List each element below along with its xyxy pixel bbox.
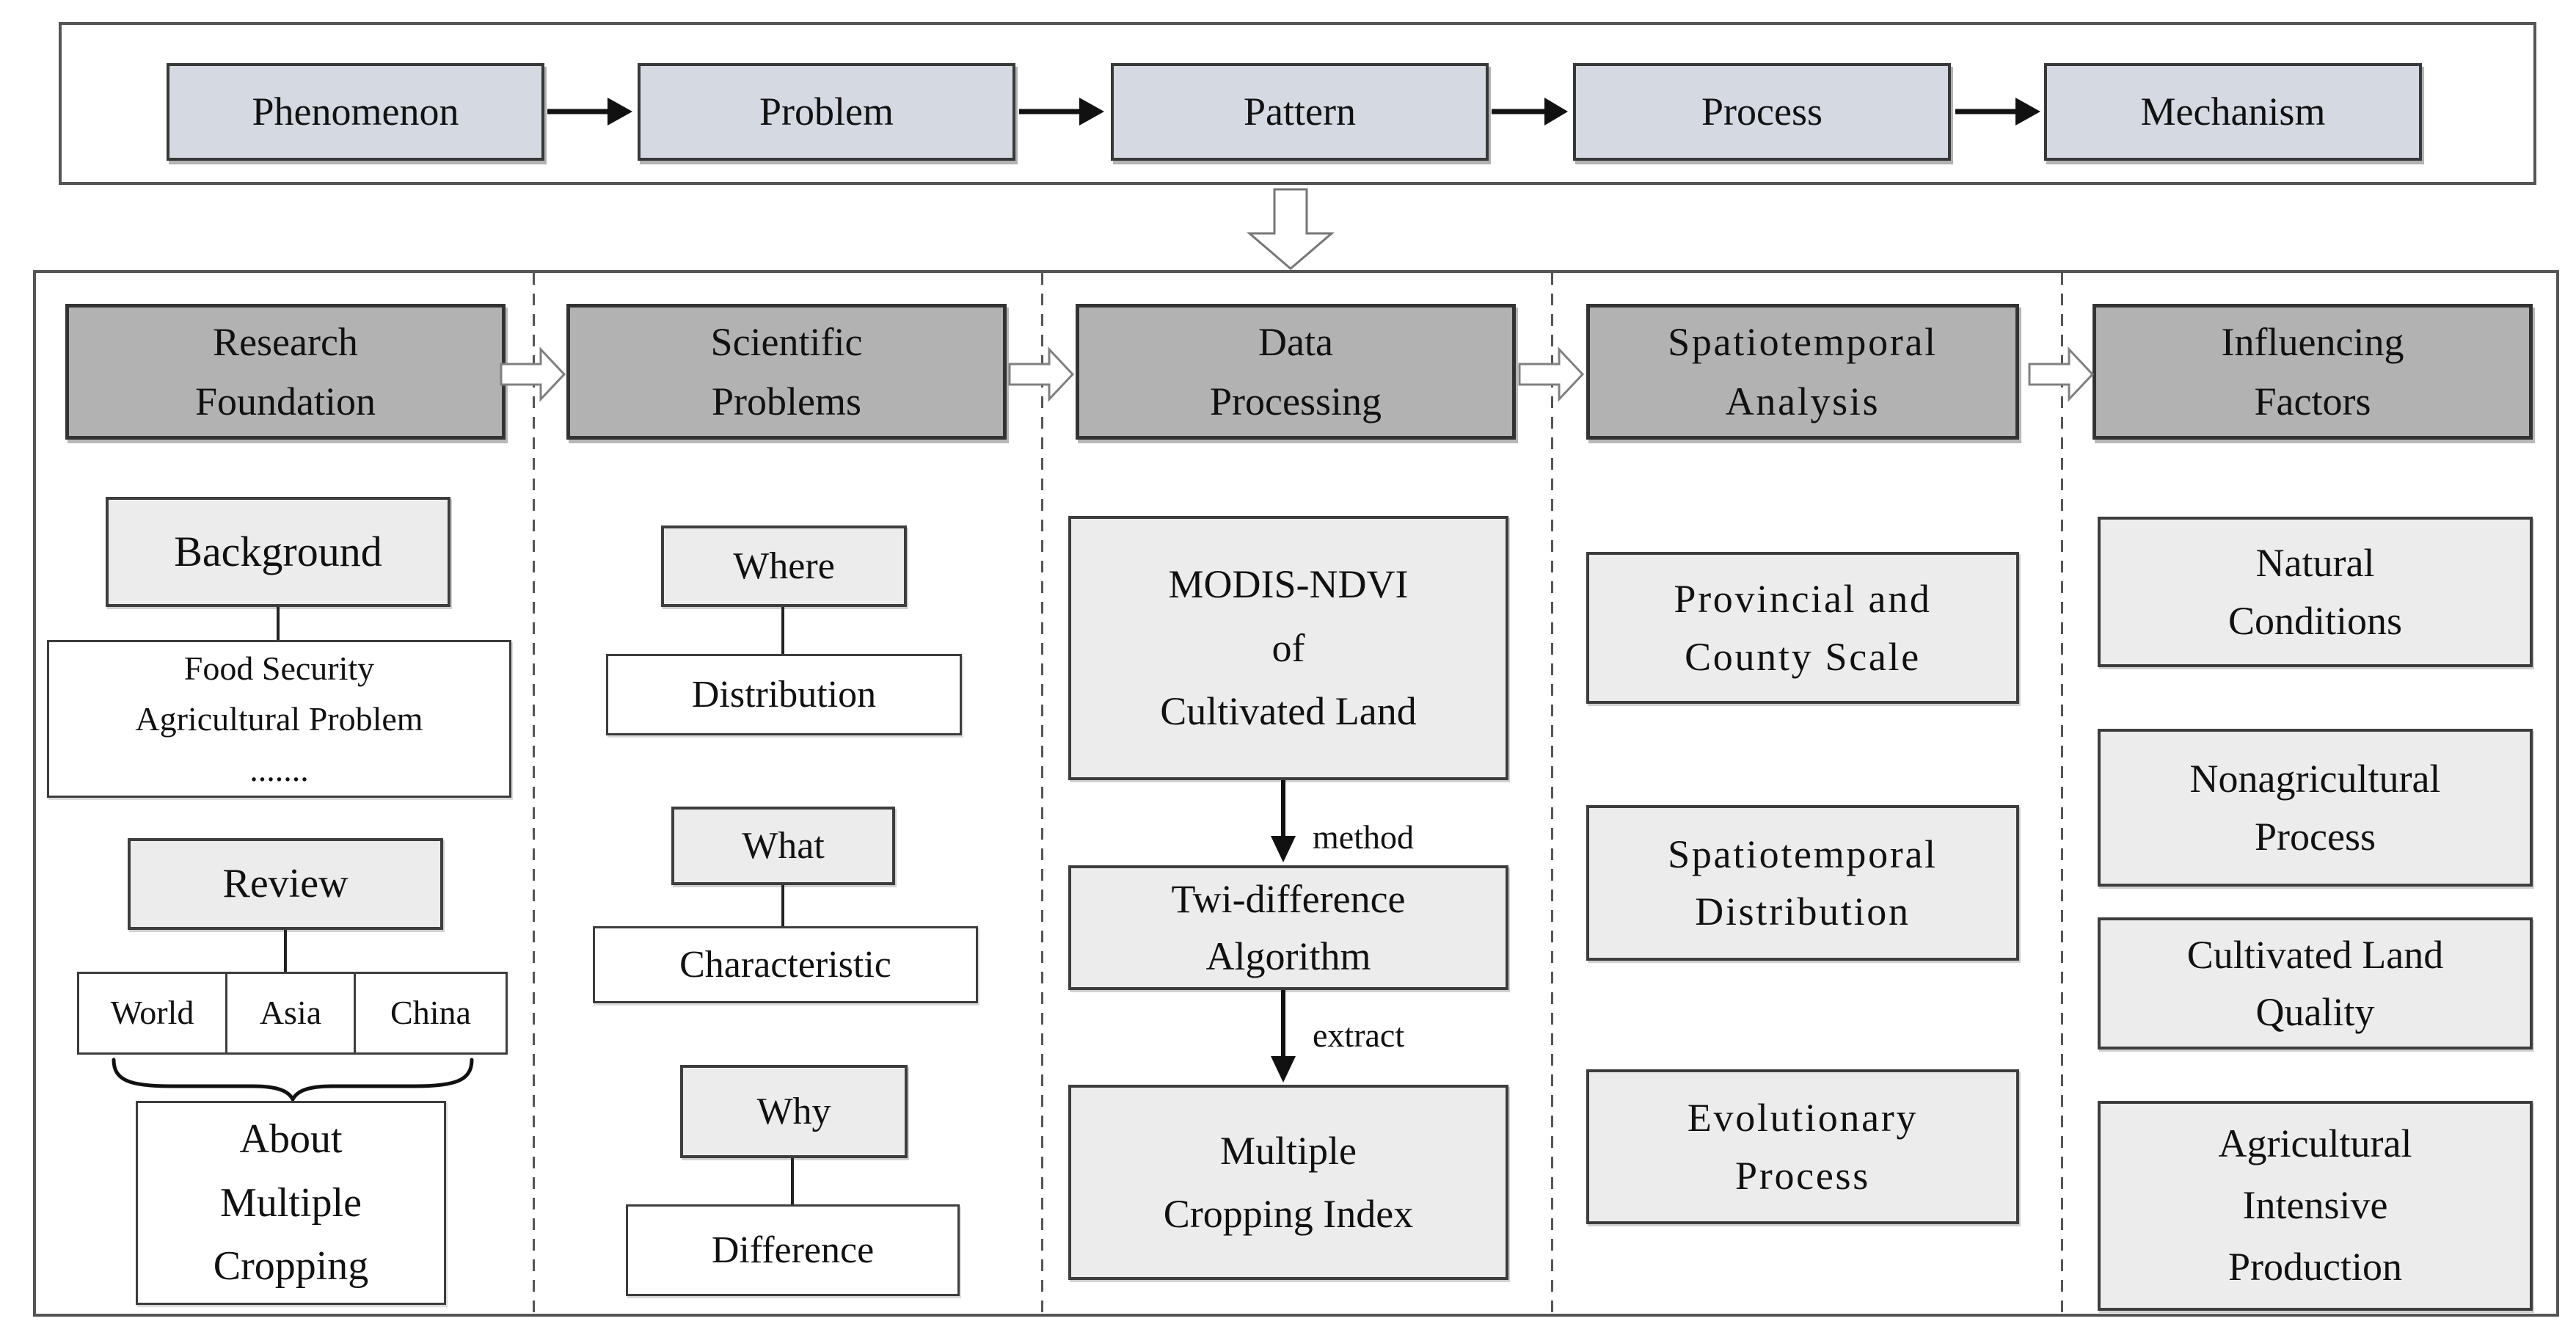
connector-line bbox=[284, 930, 287, 972]
down-arrow-icon bbox=[1271, 990, 1296, 1083]
connector-line bbox=[791, 1158, 794, 1204]
underbrace-icon bbox=[112, 1058, 474, 1101]
column-separator bbox=[1551, 273, 1553, 1314]
hollow-right-arrow-icon bbox=[1518, 346, 1584, 402]
hollow-down-arrow-icon bbox=[1246, 188, 1335, 270]
region-row: World Asia China bbox=[77, 972, 510, 1055]
right-arrow-icon bbox=[1019, 98, 1104, 126]
connector-line bbox=[277, 607, 280, 641]
stage-header-data-processing: Data Processing bbox=[1076, 304, 1516, 440]
node-difference: Difference bbox=[626, 1204, 960, 1296]
column-separator bbox=[2061, 273, 2063, 1314]
flow-box-problem: Problem bbox=[638, 63, 1015, 161]
node-modis-ndvi: MODIS-NDVI of Cultivated Land bbox=[1068, 516, 1508, 780]
stage-header-research-foundation: Research Foundation bbox=[65, 304, 506, 440]
node-nonagricultural-process: Nonagricultural Process bbox=[2098, 729, 2533, 887]
node-about-multiple-cropping: About Multiple Cropping bbox=[136, 1101, 446, 1305]
node-review: Review bbox=[128, 838, 443, 930]
node-provincial-county-scale: Provincial and County Scale bbox=[1586, 552, 2019, 704]
node-what: What bbox=[671, 807, 895, 885]
right-arrow-icon bbox=[1955, 98, 2040, 126]
node-twi-difference-algorithm: Twi-difference Algorithm bbox=[1068, 865, 1508, 990]
flow-box-mechanism: Mechanism bbox=[2044, 63, 2422, 161]
node-why: Why bbox=[680, 1065, 908, 1158]
node-spatiotemporal-distribution: Spatiotemporal Distribution bbox=[1586, 805, 2019, 961]
main-panel: Research Foundation Scientific Problems … bbox=[33, 270, 2559, 1317]
right-arrow-icon bbox=[547, 98, 632, 126]
stage-header-scientific-problems: Scientific Problems bbox=[566, 304, 1007, 440]
stage-header-spatiotemporal-analysis: Spatiotemporal Analysis bbox=[1586, 304, 2019, 440]
hollow-right-arrow-icon bbox=[1008, 346, 1074, 402]
region-cell-world: World bbox=[77, 972, 227, 1055]
region-cell-china: China bbox=[354, 972, 508, 1055]
flow-box-phenomenon: Phenomenon bbox=[167, 63, 544, 161]
region-cell-asia: Asia bbox=[225, 972, 356, 1055]
column-separator bbox=[533, 273, 535, 1314]
node-where: Where bbox=[661, 525, 907, 607]
flow-box-pattern: Pattern bbox=[1111, 63, 1489, 161]
connector-line bbox=[781, 885, 784, 926]
node-characteristic: Characteristic bbox=[593, 926, 978, 1003]
node-multiple-cropping-index: Multiple Cropping Index bbox=[1068, 1085, 1508, 1280]
down-arrow-icon bbox=[1271, 780, 1296, 862]
node-agricultural-intensive-production: Agricultural Intensive Production bbox=[2098, 1101, 2533, 1311]
arrow-label-extract: extract bbox=[1313, 1016, 1405, 1054]
stage-header-influencing-factors: Influencing Factors bbox=[2092, 304, 2533, 440]
hollow-right-arrow-icon bbox=[500, 346, 566, 402]
top-flow-panel: Phenomenon Problem Pattern Process Mecha… bbox=[59, 22, 2536, 185]
node-natural-conditions: Natural Conditions bbox=[2098, 517, 2533, 667]
node-background: Background bbox=[106, 497, 450, 607]
node-distribution: Distribution bbox=[606, 654, 962, 735]
flow-box-process: Process bbox=[1573, 63, 1951, 161]
node-evolutionary-process: Evolutionary Process bbox=[1586, 1069, 2019, 1224]
arrow-label-method: method bbox=[1313, 818, 1414, 856]
connector-line bbox=[781, 607, 784, 654]
hollow-right-arrow-icon bbox=[2028, 346, 2094, 402]
right-arrow-icon bbox=[1492, 98, 1568, 126]
column-separator bbox=[1041, 273, 1043, 1314]
node-cultivated-land-quality: Cultivated Land Quality bbox=[2098, 917, 2533, 1050]
node-food-security: Food Security Agricultural Problem .....… bbox=[47, 640, 511, 798]
